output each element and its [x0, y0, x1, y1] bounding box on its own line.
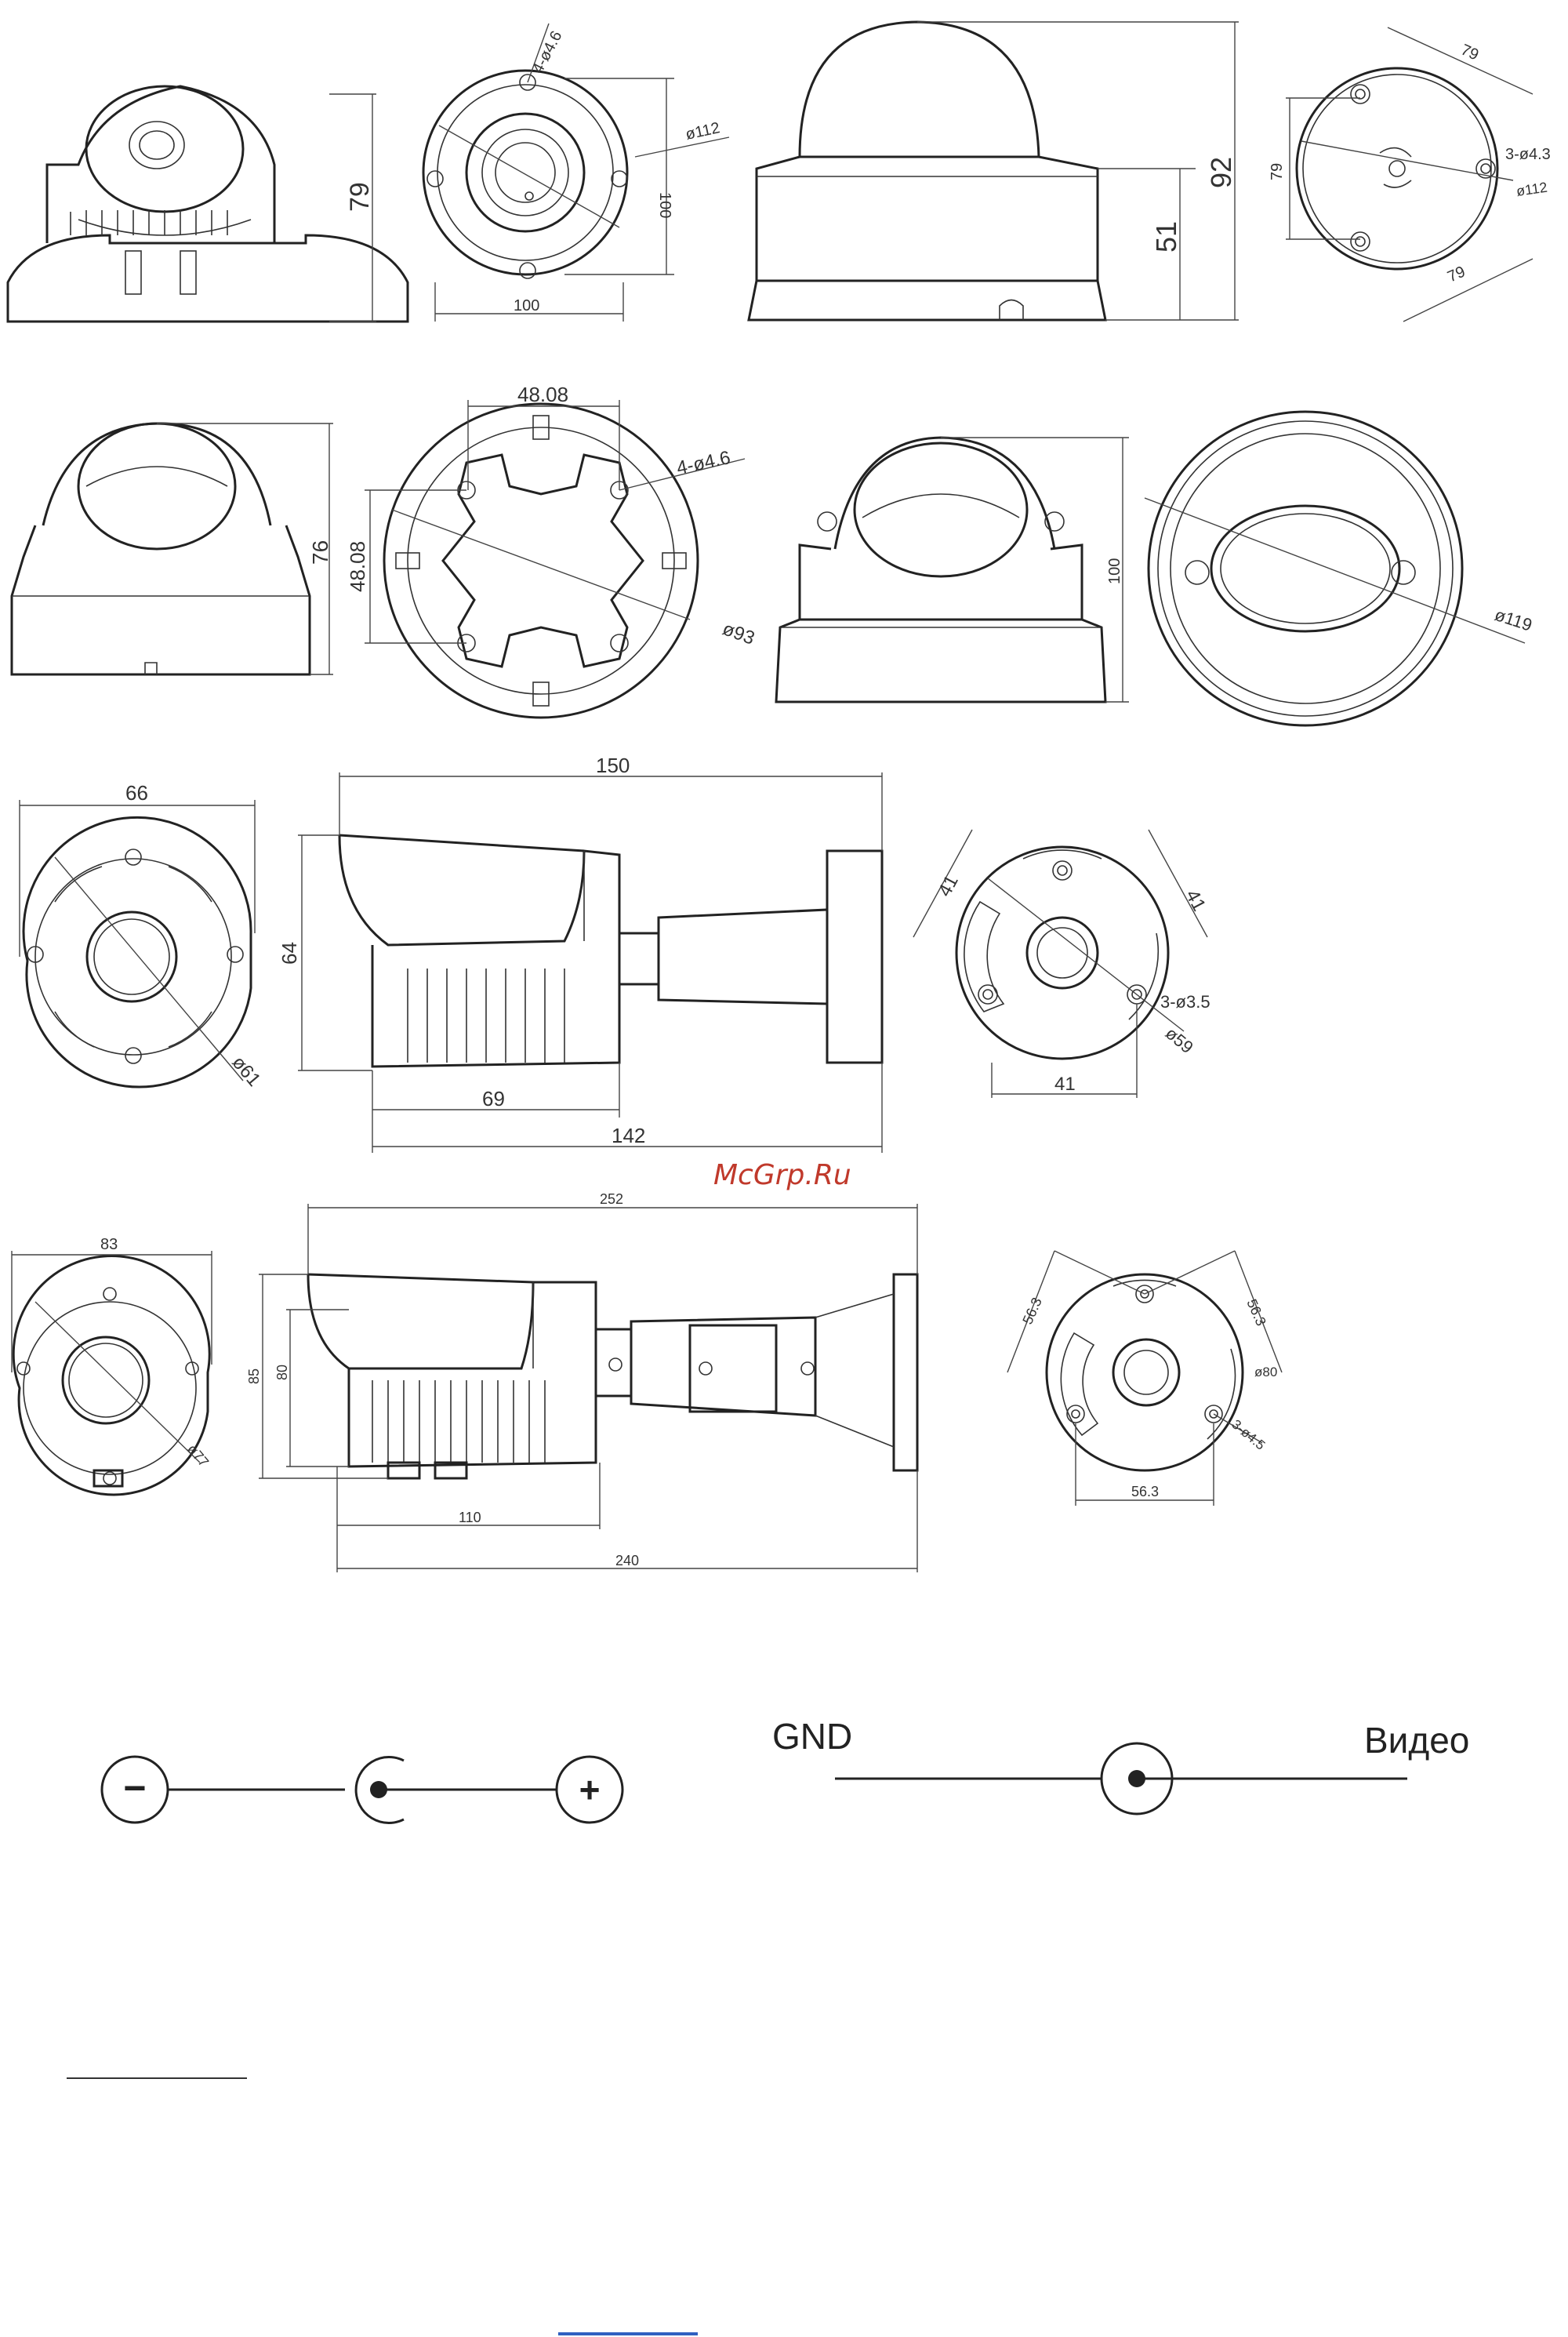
dome-camera-1-top-view — [423, 24, 729, 322]
watermark: McGrp.Ru — [713, 1159, 851, 1191]
dim-r4-c-holes: 3-ø4.5 — [1229, 1417, 1268, 1453]
dim-r2-b-width: 48.08 — [517, 383, 568, 406]
bullet-camera-1-mount-view — [913, 830, 1207, 1098]
dim-r1-b-holes: 4-ø4.6 — [529, 28, 566, 76]
dim-r4-c-right: 56.3 — [1243, 1296, 1269, 1328]
dim-r4-c-left: 56.3 — [1019, 1295, 1045, 1326]
dim-r1-b-width: 100 — [514, 297, 539, 314]
dim-r2-a-height: 76 — [308, 540, 332, 565]
dim-r1-c-total-height: 92 — [1205, 157, 1237, 188]
dim-r3-b-overall-length: 142 — [612, 1124, 645, 1147]
dim-r3-b-height: 64 — [278, 942, 301, 965]
dome-camera-2-mount-view — [1286, 27, 1533, 322]
dim-r3-c-holes: 3-ø3.5 — [1160, 992, 1210, 1012]
video-label: Видео — [1364, 1720, 1469, 1761]
dim-r1-b-height: 100 — [656, 192, 673, 218]
dim-r1-d-top: 79 — [1458, 41, 1481, 64]
video-connector-diagram — [835, 1743, 1407, 1814]
power-polarity-diagram — [102, 1757, 622, 1823]
bullet-camera-2-mount-view — [1007, 1251, 1282, 1506]
dim-r3-c-left: 41 — [934, 872, 962, 900]
gnd-label: GND — [772, 1716, 852, 1757]
dim-r1-c-base-height: 51 — [1150, 221, 1182, 253]
dim-r4-c-diameter: ø80 — [1254, 1365, 1277, 1379]
plus-sign: + — [579, 1769, 601, 1810]
dim-r1-d-bottom: 79 — [1445, 263, 1468, 285]
dim-r1-a-height: 79 — [345, 182, 375, 212]
dim-r3-c-diameter: ø59 — [1162, 1023, 1197, 1058]
dim-r4-b-overall-length: 240 — [615, 1553, 639, 1568]
dim-r2-b-diameter: ø93 — [720, 618, 757, 649]
dim-r4-b-body-length: 110 — [459, 1510, 481, 1525]
dim-r3-b-body-length: 69 — [482, 1087, 505, 1110]
dim-r3-c-bottom: 41 — [1054, 1074, 1076, 1095]
bullet-camera-2-side-view — [259, 1204, 917, 1572]
dim-r1-d-holes: 3-ø4.3 — [1505, 146, 1551, 163]
dim-r4-b-length: 252 — [600, 1191, 623, 1207]
bullet-camera-1-side-view — [298, 772, 882, 1153]
bullet-camera-1-front-view — [20, 800, 255, 1087]
dome-camera-4-side-view — [776, 438, 1129, 702]
dim-r4-a-diameter: ø77 — [184, 1441, 212, 1470]
dim-r2-c-height: 100 — [1106, 558, 1123, 584]
dim-r3-a-width: 66 — [125, 781, 148, 805]
bullet-camera-2-front-view — [12, 1251, 212, 1495]
dome-camera-2-side-view — [749, 22, 1239, 320]
dim-r3-b-length: 150 — [596, 754, 630, 777]
dim-r3-c-right: 41 — [1181, 886, 1210, 914]
dim-r4-a-width: 83 — [100, 1236, 118, 1253]
minus-sign: − — [123, 1766, 146, 1810]
dome-camera-3-mount-view — [365, 400, 745, 718]
dim-r3-a-diameter: ø61 — [227, 1052, 264, 1091]
dim-r2-b-holes: 4-ø4.6 — [675, 447, 732, 479]
dim-r2-d-diameter: ø119 — [1492, 605, 1534, 635]
dome-camera-4-top-view — [1145, 412, 1525, 725]
dim-r1-d-diameter: ø112 — [1515, 180, 1548, 199]
dim-r4-b-body-height: 80 — [274, 1365, 290, 1380]
dim-r2-b-height: 48.08 — [346, 541, 369, 592]
dome-camera-3-side-view — [12, 423, 333, 674]
dim-r1-d-left: 79 — [1269, 163, 1286, 180]
dim-r4-c-bottom: 56.3 — [1131, 1484, 1159, 1499]
dim-r4-b-height: 85 — [246, 1368, 262, 1384]
